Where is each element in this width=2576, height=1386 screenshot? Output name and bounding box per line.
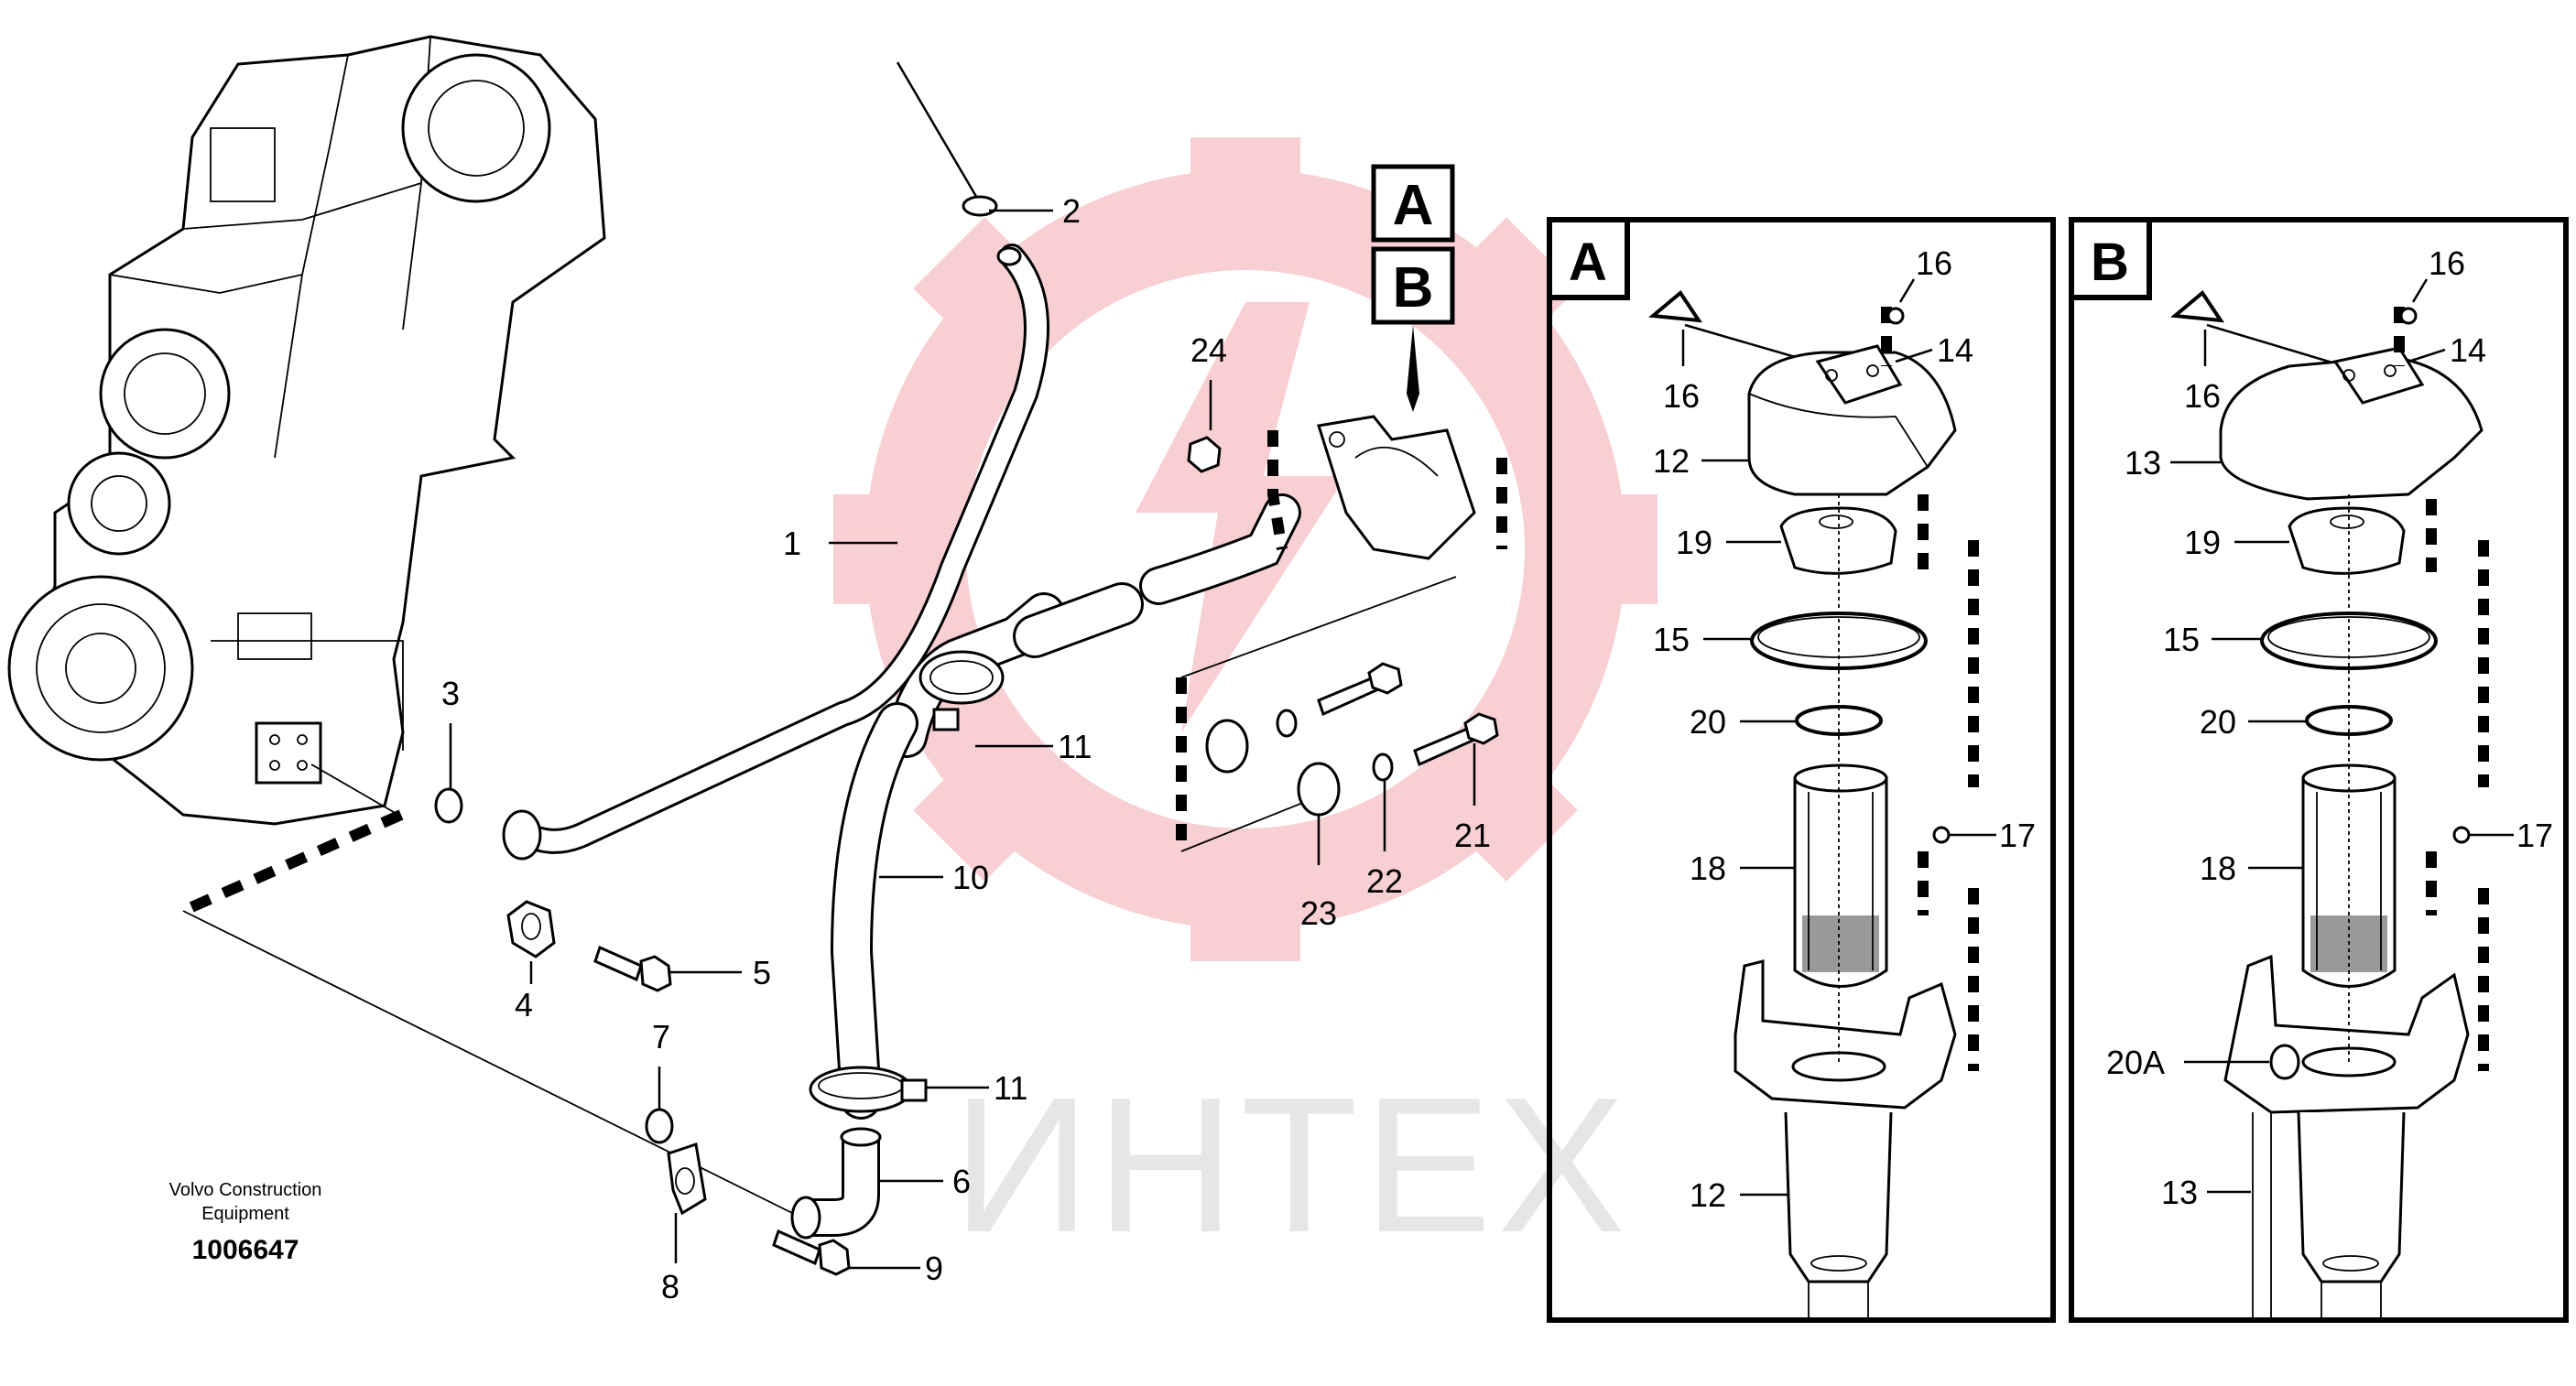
elbow-6 (790, 1127, 882, 1240)
panel-a-callout-17: 17 (1999, 817, 2036, 854)
panel-b-callout-13-top: 13 (2125, 444, 2161, 482)
clip-8 (667, 1142, 707, 1216)
view-box-b-label: B (1393, 256, 1434, 319)
callout-4: 4 (515, 986, 533, 1023)
filler-neck-bracket (1317, 415, 1476, 560)
bolt-upper (1317, 662, 1403, 717)
detail-panel-b: B 16 (2069, 217, 2569, 1323)
credit-line-1: Volvo Construction (169, 1180, 322, 1200)
panel-b-callout-16-left: 16 (2184, 377, 2221, 415)
panel-b-callout-19: 19 (2184, 524, 2221, 561)
bolt-21 (1413, 712, 1499, 767)
hose-clamp-11-upper (918, 650, 1005, 731)
callout-1: 1 (783, 525, 801, 562)
o-ring-7 (645, 1108, 674, 1144)
clip-4 (506, 900, 556, 958)
panel-a-callout-18: 18 (1690, 850, 1726, 887)
panel-a-callout-15: 15 (1653, 621, 1690, 658)
panel-b-callout-18: 18 (2200, 850, 2236, 887)
credit-block: Volvo Construction Equipment 1006647 (169, 1180, 322, 1265)
callout-23: 23 (1300, 894, 1337, 932)
panel-a-callout-14: 14 (1937, 331, 1973, 369)
callout-24: 24 (1190, 331, 1227, 369)
nut-24 (1187, 436, 1222, 473)
panel-b-callout-17: 17 (2516, 817, 2553, 854)
callout-2: 2 (1062, 192, 1081, 230)
o-ring-2 (962, 195, 998, 217)
panel-a-letter: A (1569, 233, 1607, 292)
credit-line-2: Equipment (201, 1204, 289, 1224)
callout-11-upper: 11 (1058, 728, 1092, 765)
panel-b-callout-15: 15 (2163, 621, 2200, 658)
o-ring-3 (434, 787, 463, 824)
panel-a-callout-19: 19 (1676, 524, 1712, 561)
panel-a-callout-16-top: 16 (1916, 244, 1952, 282)
panel-b-callout-16-top: 16 (2429, 244, 2465, 282)
bolt-5 (593, 945, 672, 992)
callouts-main: 2 1 24 3 4 5 11 10 11 7 6 8 9 21 22 23 (441, 192, 1491, 1305)
rubber-mount-23 (1205, 719, 1341, 817)
watermark-logo (833, 137, 1658, 961)
panel-b-callout-20: 20 (2200, 703, 2236, 741)
callout-11-lower: 11 (994, 1069, 1027, 1107)
callout-6: 6 (952, 1163, 971, 1200)
panel-a-callout-12-top: 12 (1653, 442, 1690, 480)
callout-7: 7 (652, 1018, 670, 1056)
dipstick-tube-1 (502, 244, 1049, 861)
panel-b-callout-13-bottom: 13 (2161, 1174, 2198, 1211)
panel-a-callout-16-left: 16 (1663, 377, 1700, 415)
panel-b-callout-20a: 20A (2106, 1044, 2165, 1081)
panel-b-callout-14: 14 (2450, 331, 2486, 369)
callout-3: 3 (441, 675, 460, 712)
callout-8: 8 (661, 1268, 679, 1305)
transmission-housing (7, 35, 606, 826)
view-indicator: A B (1371, 164, 1455, 412)
panel-a-callout-20: 20 (1690, 703, 1726, 741)
callout-21: 21 (1454, 817, 1491, 854)
callout-9: 9 (925, 1250, 943, 1287)
view-box-a-label: A (1393, 174, 1434, 237)
document-number: 1006647 (192, 1235, 299, 1265)
watermark-text: ИНТЕХ (952, 1057, 1631, 1272)
panel-b-letter: B (2091, 233, 2129, 292)
dipstick-rod (896, 61, 980, 200)
callout-5: 5 (753, 954, 771, 991)
callout-22: 22 (1366, 862, 1403, 900)
panel-a-callout-12-bottom: 12 (1690, 1176, 1726, 1214)
callout-10: 10 (952, 859, 989, 896)
hose-clamp-11-lower (809, 1066, 928, 1113)
detail-panel-a: A (1547, 217, 2056, 1323)
bolt-9 (772, 1229, 851, 1276)
washer-22 (1276, 709, 1394, 782)
